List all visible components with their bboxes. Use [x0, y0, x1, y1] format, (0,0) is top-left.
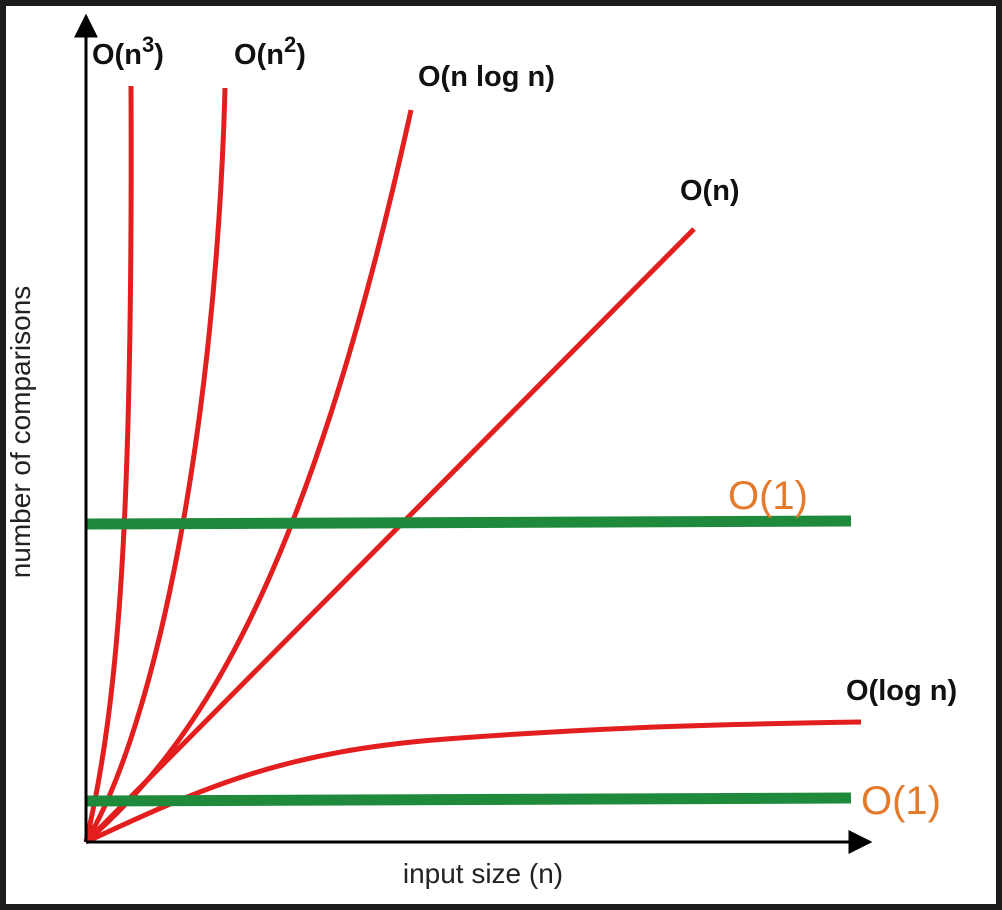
series-linear-label: O(n)	[680, 175, 740, 207]
chart-frame: input size (n) number of comparisons O(n…	[6, 6, 996, 904]
complexity-chart: input size (n) number of comparisons O(n…	[6, 13, 957, 889]
series-linearithmic-label: O(n log n)	[418, 61, 555, 93]
x-axis-label: input size (n)	[403, 858, 563, 889]
series-cubic-line	[83, 85, 134, 843]
series-cubic-label: O(n3)	[92, 32, 164, 71]
series-constant-low-label: O(1)	[861, 779, 941, 823]
series-quadratic-label: O(n2)	[234, 32, 306, 71]
series-logarithmic-line	[84, 719, 862, 845]
series-logarithmic-label: O(log n)	[846, 675, 957, 707]
series-constant-low-line	[85, 792, 852, 807]
series-constant-high-label: O(1)	[728, 474, 808, 518]
series-constant-high-line	[85, 515, 852, 530]
y-axis-label: number of comparisons	[6, 286, 36, 579]
series-quadratic-line	[83, 87, 228, 844]
series-linear-line	[84, 227, 696, 844]
